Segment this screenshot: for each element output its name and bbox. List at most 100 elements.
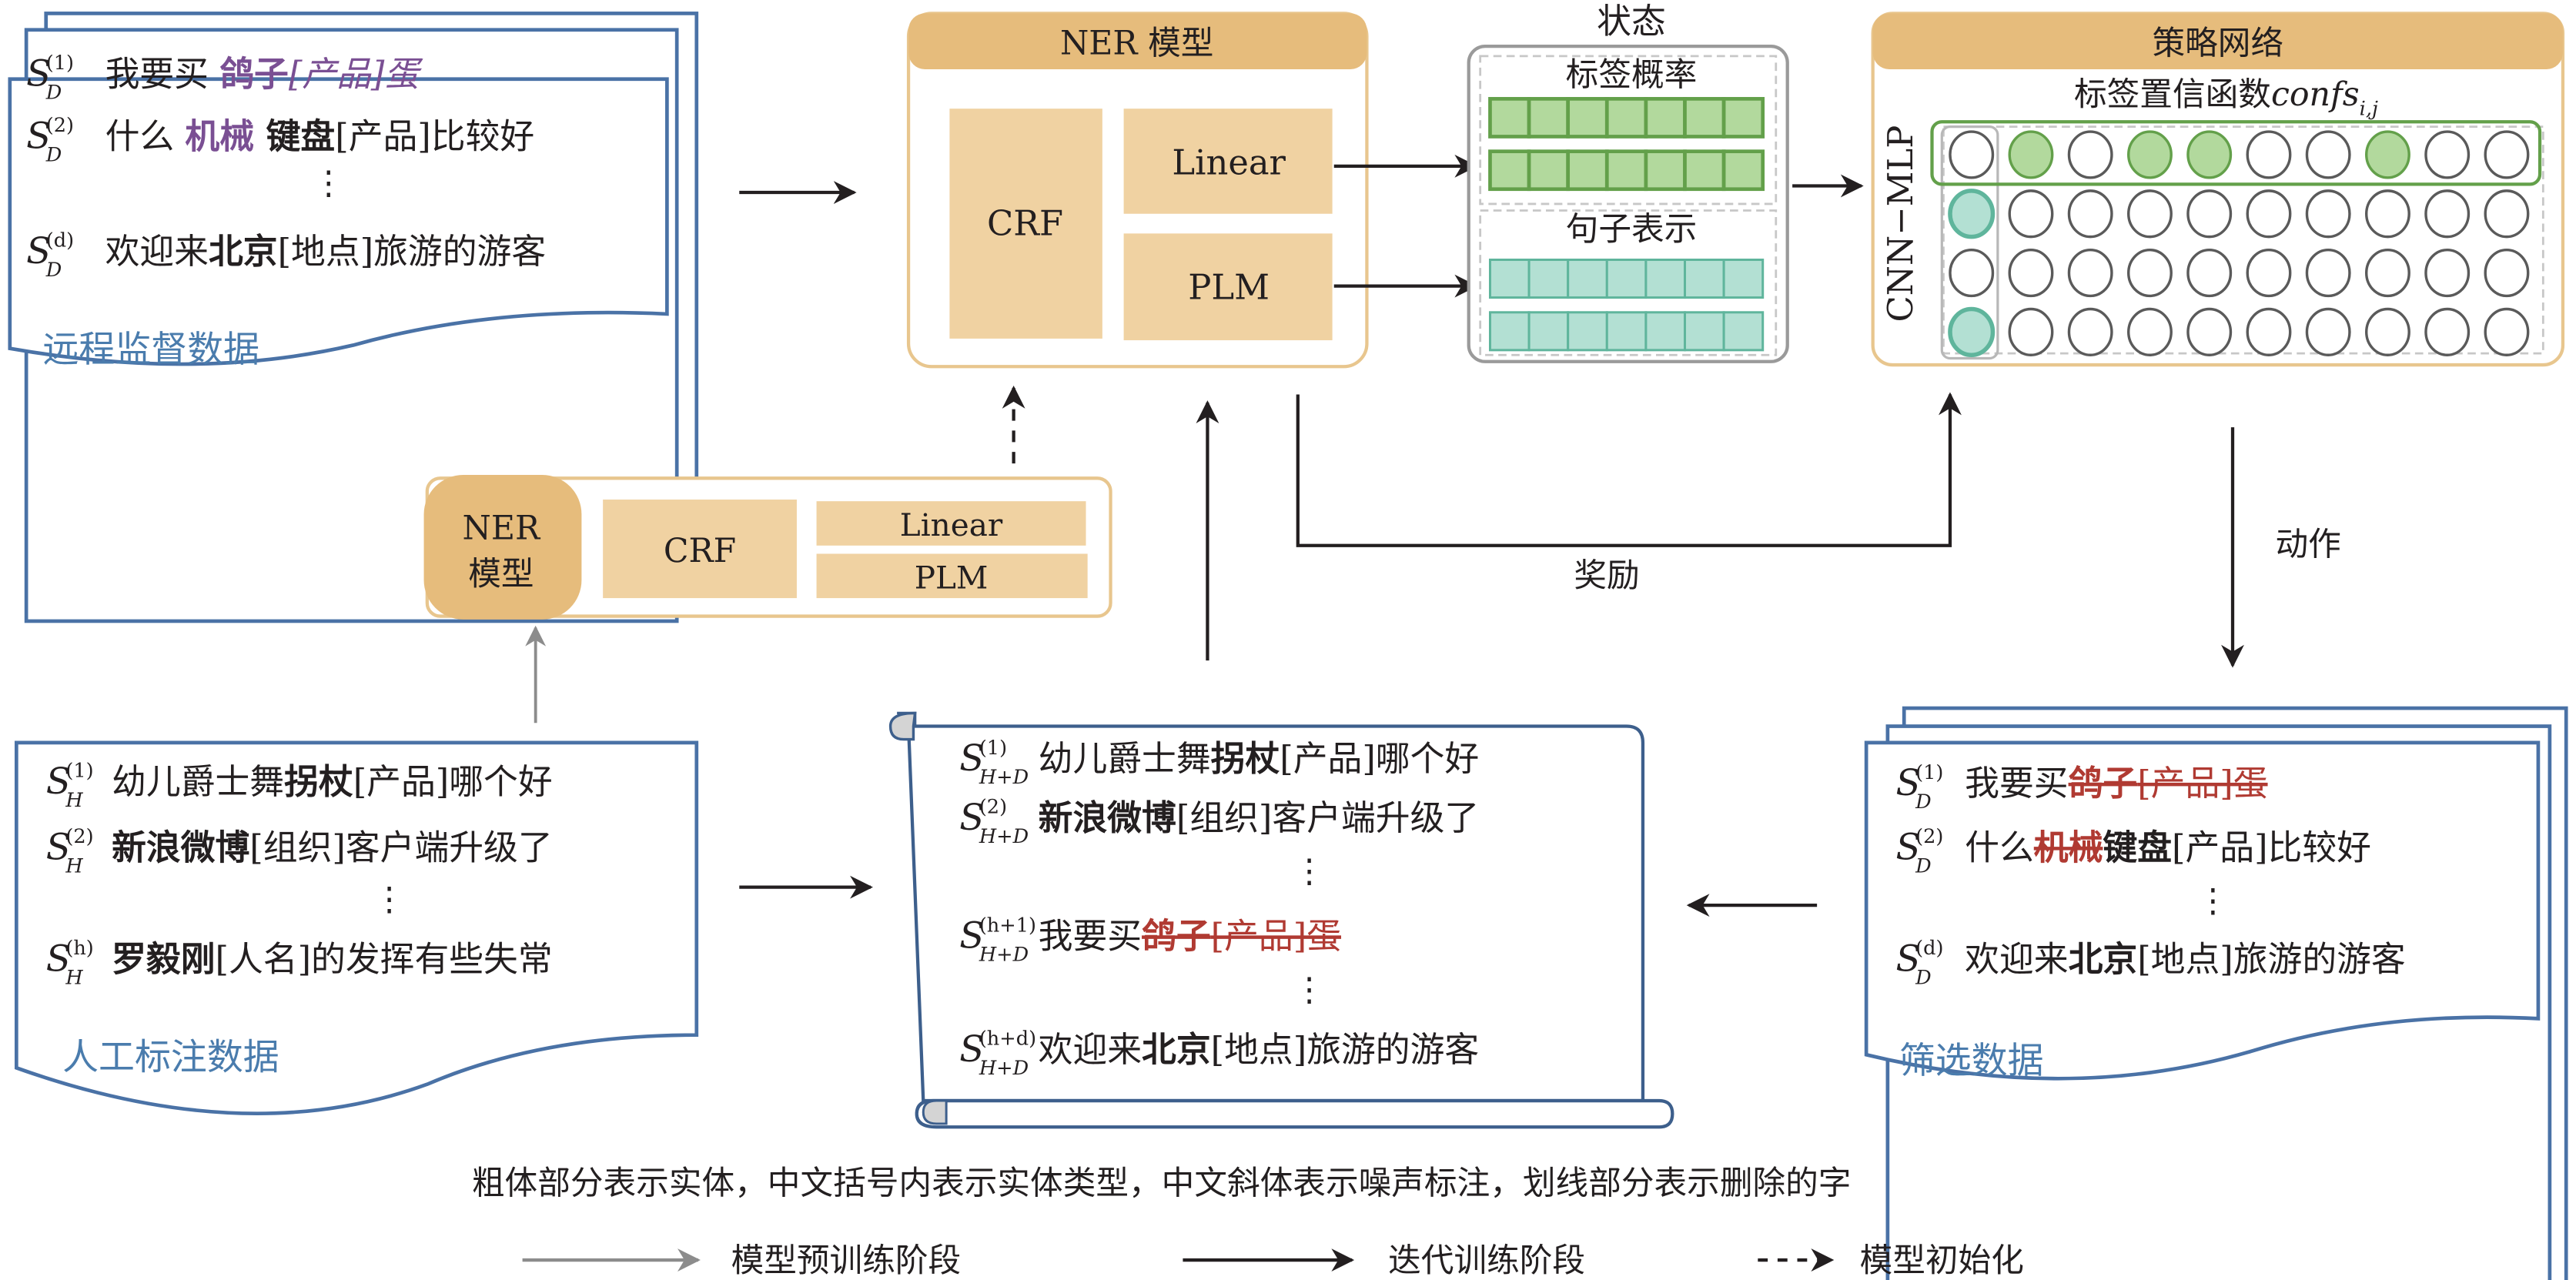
ner-small-header [423,475,582,620]
filtered-data-card: SD(1)我要买鸽子[产品]蛋SD(2)什么机械键盘[产品]比较好⋮SD(d)欢… [1864,706,2568,1280]
policy-node [2246,130,2292,179]
sentence-segment: [组织]客户端升级了 [1176,797,1479,838]
ner-crf-block [949,109,1102,339]
ner-small-linear-label: Linear [900,506,1003,543]
policy-node [2246,189,2292,239]
sentence-superscript: (2) [979,796,1007,819]
sentence-superscript: (1) [1915,761,1943,784]
action-label: 动作 [2276,526,2341,564]
policy-node [2186,248,2233,298]
filtered-data-label: 筛选数据 [1899,1040,2044,1082]
ner-small-linear-block [816,501,1086,546]
policy-node [2067,130,2113,179]
sentence-subscript: H+D [979,1057,1029,1080]
figure-caption: 粗体部分表示实体，中文括号内表示实体类型，中文斜体表示噪声标注，划线部分表示删除… [472,1165,1852,1203]
policy-grid-frame [1942,125,2544,355]
sentence-text: 欢迎来北京[地点]旅游的游客 [105,231,547,272]
ner-model-header [908,13,1367,69]
ner-model-box: NER 模型 CRF Linear PLM [906,12,1369,369]
sentence-segment: [产品]比较好 [2172,827,2371,867]
sentence-segment: 机械 [2034,827,2103,867]
sentence-segment: [产品]蛋 [1211,916,1341,957]
reward-label: 奖励 [1574,556,1639,595]
ner-small-crf-block [603,500,797,599]
legend-item: 模型预训练阶段 [522,1242,961,1280]
sentence-rep-cell [1527,311,1570,352]
sentence-text: 新浪微博[组织]客户端升级了 [112,827,553,867]
sentence-rep-cell [1722,259,1765,299]
sentence-rep-cell [1605,259,1648,299]
sentence-segment: 鸽子 [2069,763,2138,804]
sentence-subscript: H+D [979,944,1029,967]
sentence-superscript: (1) [979,737,1007,760]
sentence-segment: 罗毅刚 [112,938,215,979]
distant-row: SD(2)什么 机械 键盘[产品]比较好 [26,114,534,166]
policy-header [1872,13,2563,69]
sentence-subscript: H [65,789,83,812]
ner-plm-label: PLM [1188,267,1270,308]
human-row: SH(h)罗毅刚[人名]的发挥有些失常 [46,937,553,989]
merged-data-scroll: SH+D(1)幼儿爵士舞拐杖[产品]哪个好SH+D(2)新浪微博[组织]客户端升… [888,711,1674,1129]
sentence-text: 我要买鸽子[产品]蛋 [1039,916,1341,957]
policy-node [1949,248,1995,298]
sentence-subscript: D [45,143,62,166]
sentence-rep-cell [1488,311,1531,352]
policy-row1-frame [1930,120,2542,186]
sentence-text: 我要买鸽子[产品]蛋 [1965,763,2267,804]
label-prob-cell [1644,97,1687,139]
sentence-subscript: D [45,259,62,282]
legend-item: 迭代训练阶段 [1183,1242,1585,1280]
policy-node [2186,307,2233,356]
sentence-symbol: S [46,760,71,803]
sentence-text: 新浪微博[组织]客户端升级了 [1039,797,1480,838]
sentence-segment: 鸽子 [1142,916,1211,957]
sentence-segment: 幼儿爵士舞 [1039,738,1211,779]
ner-small-title-line2: 模型 [468,555,534,593]
sentence-rep-title: 句子表示 [1566,210,1698,249]
policy-network-box: 策略网络 标签置信函数confsi,j CNN−MLP [1871,12,2565,367]
distant-row: SD(1)我要买 鸽子[产品]蛋 [26,52,423,104]
ner-small-plm-label: PLM [915,559,989,596]
distant-row: SD (d) 欢迎来北京[地点]旅游的游客 [26,229,546,281]
sentence-text: 什么 机械 键盘[产品]比较好 [105,115,535,156]
sentence-segment: [地点]旅游的游客 [1211,1029,1480,1070]
sentence-rep-cell [1567,259,1608,299]
sentence-segment: 新浪微博 [1039,797,1176,838]
sentence-segment: [组织]客户端升级了 [249,827,552,867]
sentence-segment: [产品]比较好 [335,115,534,156]
policy-node [2305,189,2351,239]
policy-node [2484,307,2530,356]
policy-node [2365,307,2410,356]
sentence-subscript: H [65,967,83,990]
state-box: 状态 标签概率 句子表示 [1467,1,1789,363]
sentence-symbol: S [26,230,51,272]
policy-node [2424,248,2471,298]
sentence-segment: 鸽子 [219,53,289,94]
sentence-superscript: (h+1) [979,914,1036,937]
sentence-superscript: (1) [46,52,74,75]
policy-node [2067,189,2113,239]
sentence-segment: 欢迎来 [1965,938,2068,979]
label-prob-cell [1683,97,1726,139]
human-data-rows: SH(1)幼儿爵士舞拐杖[产品]哪个好SH(2)新浪微博[组织]客户端升级了⋮S… [46,760,553,990]
sentence-superscript: (d) [46,229,74,252]
sentence-superscript: (1) [65,760,93,783]
policy-node [2424,307,2471,356]
sentence-rep-cell [1644,259,1686,299]
merged-data-rows: SH+D(1)幼儿爵士舞拐杖[产品]哪个好SH+D(2)新浪微博[组织]客户端升… [959,737,1479,1080]
legend-label: 模型初始化 [1860,1242,2024,1280]
ellipsis: ⋮ [312,164,345,202]
policy-node [2424,130,2471,179]
sentence-segment: 北京 [1142,1029,1211,1070]
sentence-symbol: S [46,937,71,980]
ner-model-title: NER 模型 [1060,25,1213,63]
label-prob-cell [1604,97,1648,139]
distant-supervision-data-card: SD(1)我要买 鸽子[产品]蛋SD(2)什么 机械 键盘[产品]比较好⋮SD(… [8,12,699,623]
sentence-subscript: H [65,854,83,877]
sentence-superscript: (2) [1915,825,1943,848]
human-row: SH(2)新浪微博[组织]客户端升级了 [46,825,553,877]
label-prob-cell [1566,149,1609,192]
filtered-data-rows: SD(1)我要买鸽子[产品]蛋SD(2)什么机械键盘[产品]比较好⋮SD(d)欢… [1896,761,2406,990]
policy-node-selected [2365,130,2410,179]
sentence-text: 我要买 鸽子[产品]蛋 [105,53,424,94]
